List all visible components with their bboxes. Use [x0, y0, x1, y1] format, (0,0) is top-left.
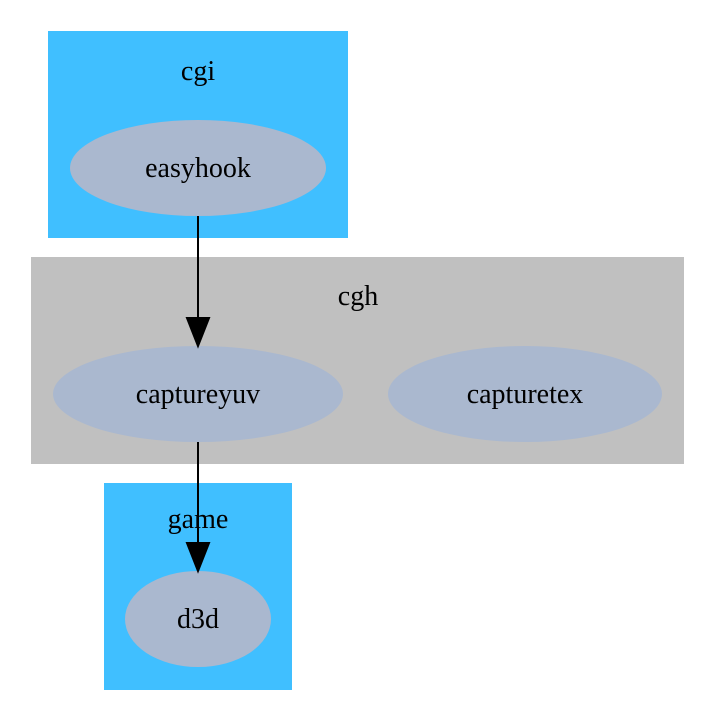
node-d3d-label: d3d	[177, 604, 219, 635]
edge-easyhook-to-captureyuv	[185, 216, 211, 349]
node-captureyuv-shape[interactable]	[53, 346, 343, 442]
edge-captureyuv-d3d-arrowhead	[185, 542, 211, 574]
node-d3d[interactable]: d3d	[125, 571, 271, 667]
node-easyhook-shape[interactable]	[70, 120, 326, 216]
cluster-cgi-label: cgi	[181, 56, 215, 87]
node-d3d-shape[interactable]	[125, 571, 271, 667]
node-easyhook-label: easyhook	[145, 153, 251, 184]
node-capturetex[interactable]: capturetex	[388, 346, 662, 442]
node-captureyuv-label: captureyuv	[136, 379, 260, 410]
edge-captureyuv-to-d3d	[185, 442, 211, 574]
node-capturetex-shape[interactable]	[388, 346, 662, 442]
node-captureyuv[interactable]: captureyuv	[53, 346, 343, 442]
edge-easyhook-captureyuv-arrowhead	[185, 317, 211, 349]
node-easyhook[interactable]: easyhook	[70, 120, 326, 216]
cluster-cgh-label: cgh	[338, 281, 378, 312]
node-capturetex-label: capturetex	[467, 379, 584, 410]
